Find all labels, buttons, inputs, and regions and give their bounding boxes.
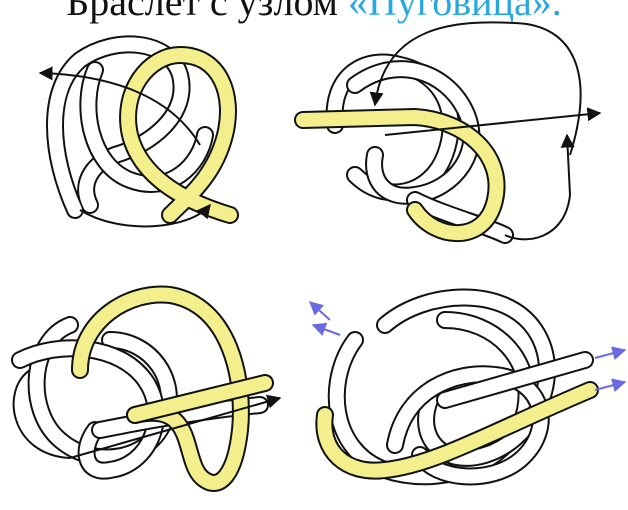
- knot-step-4-icon: [295, 280, 628, 510]
- knot-step-1-icon: [20, 35, 280, 250]
- knot-step-2-icon: [295, 15, 615, 255]
- knot-step-2: [295, 15, 615, 255]
- knot-step-3-icon: [0, 280, 300, 505]
- knot-step-4: [295, 280, 628, 510]
- knot-step-1: [20, 35, 280, 250]
- knot-step-3: [0, 280, 300, 505]
